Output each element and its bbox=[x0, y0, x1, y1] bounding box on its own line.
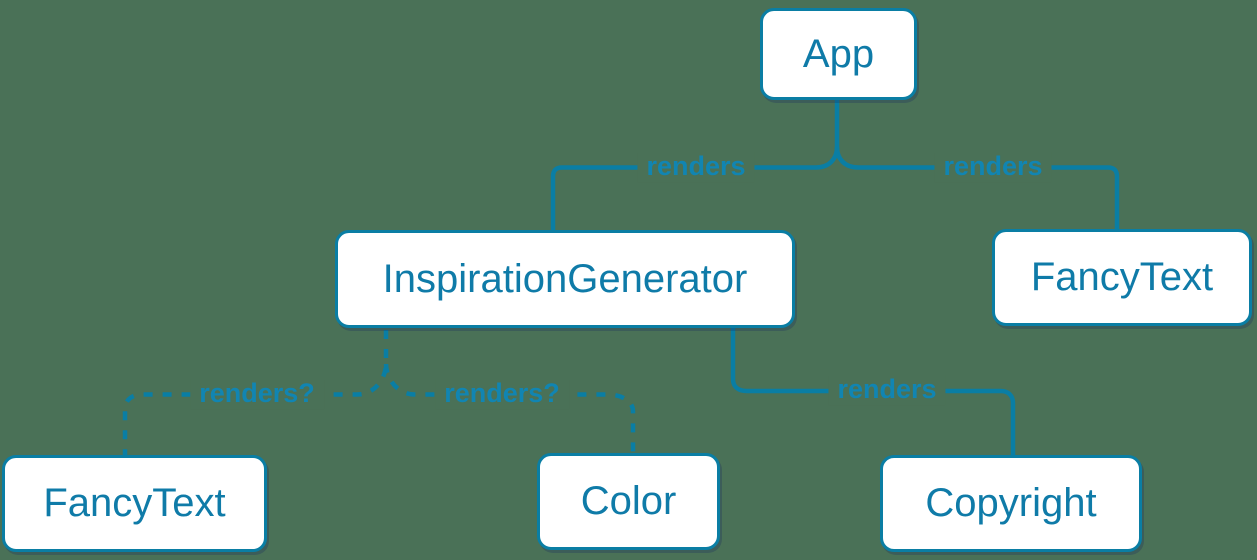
edge-label-renders-question-right: renders? bbox=[435, 378, 569, 409]
edge-inspiration-generator-fancy-text-bottom bbox=[122, 330, 389, 456]
edge-label-renders-app-right: renders bbox=[934, 151, 1052, 182]
edge-label-renders-app-left: renders bbox=[637, 151, 755, 182]
node-fancy-text-top: FancyText bbox=[992, 229, 1252, 326]
node-inspiration-generator: InspirationGenerator bbox=[335, 230, 795, 328]
edge-label-renders-copyright: renders bbox=[828, 374, 946, 405]
node-color: Color bbox=[537, 453, 720, 550]
edge-app-fancy-text-top bbox=[834, 146, 1120, 230]
node-app: App bbox=[760, 8, 917, 100]
node-fancy-text-bottom: FancyText bbox=[2, 455, 267, 552]
edge-label-renders-question-left: renders? bbox=[190, 378, 324, 409]
node-copyright: Copyright bbox=[880, 455, 1142, 552]
edge-inspiration-generator-color bbox=[383, 363, 636, 454]
